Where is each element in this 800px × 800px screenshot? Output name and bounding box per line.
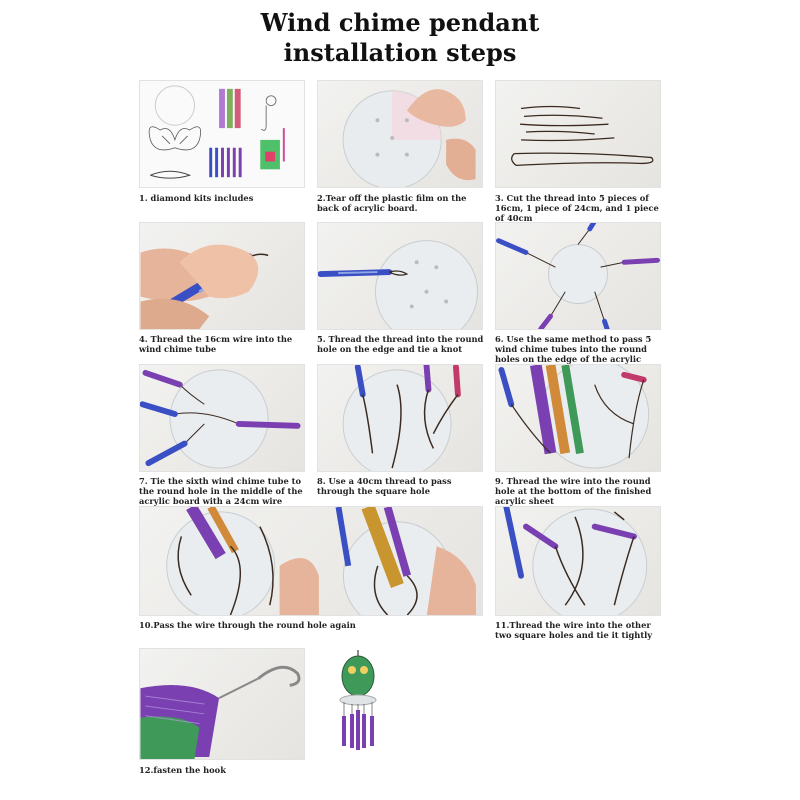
step-8-photo [317,364,483,472]
step-3-photo [495,80,661,188]
step-11-caption: 11.Thread the wire into the other two sq… [495,620,653,640]
title-line-1: Wind chime pendant [260,8,540,37]
step-7-photo [139,364,305,472]
step-12-photo [139,648,305,760]
step-9-photo [495,364,661,472]
step-3-caption: 3. Cut the thread into 5 pieces of 16cm,… [495,193,659,223]
step-10-photo [139,506,483,616]
page-title: Wind chime pendant installation steps [0,8,800,68]
title-line-2: installation steps [283,38,517,67]
step-1-caption: 1. diamond kits includes [139,193,254,203]
step-8-caption: 8. Use a 40cm thread to pass through the… [317,476,452,496]
step-11-photo [495,506,661,616]
step-9-caption: 9. Thread the wire into the round hole a… [495,476,652,506]
step-12-caption: 12.fasten the hook [139,765,226,775]
step-1-photo [139,80,305,188]
step-7-caption: 7. Tie the sixth wind chime tube to the … [139,476,303,506]
step-5-photo [317,222,483,330]
step-2-caption: 2.Tear off the plastic film on the back … [317,193,467,213]
step-4-photo [139,222,305,330]
step-6-photo [495,222,661,330]
step-2-photo [317,80,483,188]
finished-wind-chime-photo [322,648,394,760]
step-4-caption: 4. Thread the 16cm wire into the wind ch… [139,334,293,354]
step-5-caption: 5. Thread the thread into the round hole… [317,334,484,354]
step-10-caption: 10.Pass the wire through the round hole … [139,620,356,630]
